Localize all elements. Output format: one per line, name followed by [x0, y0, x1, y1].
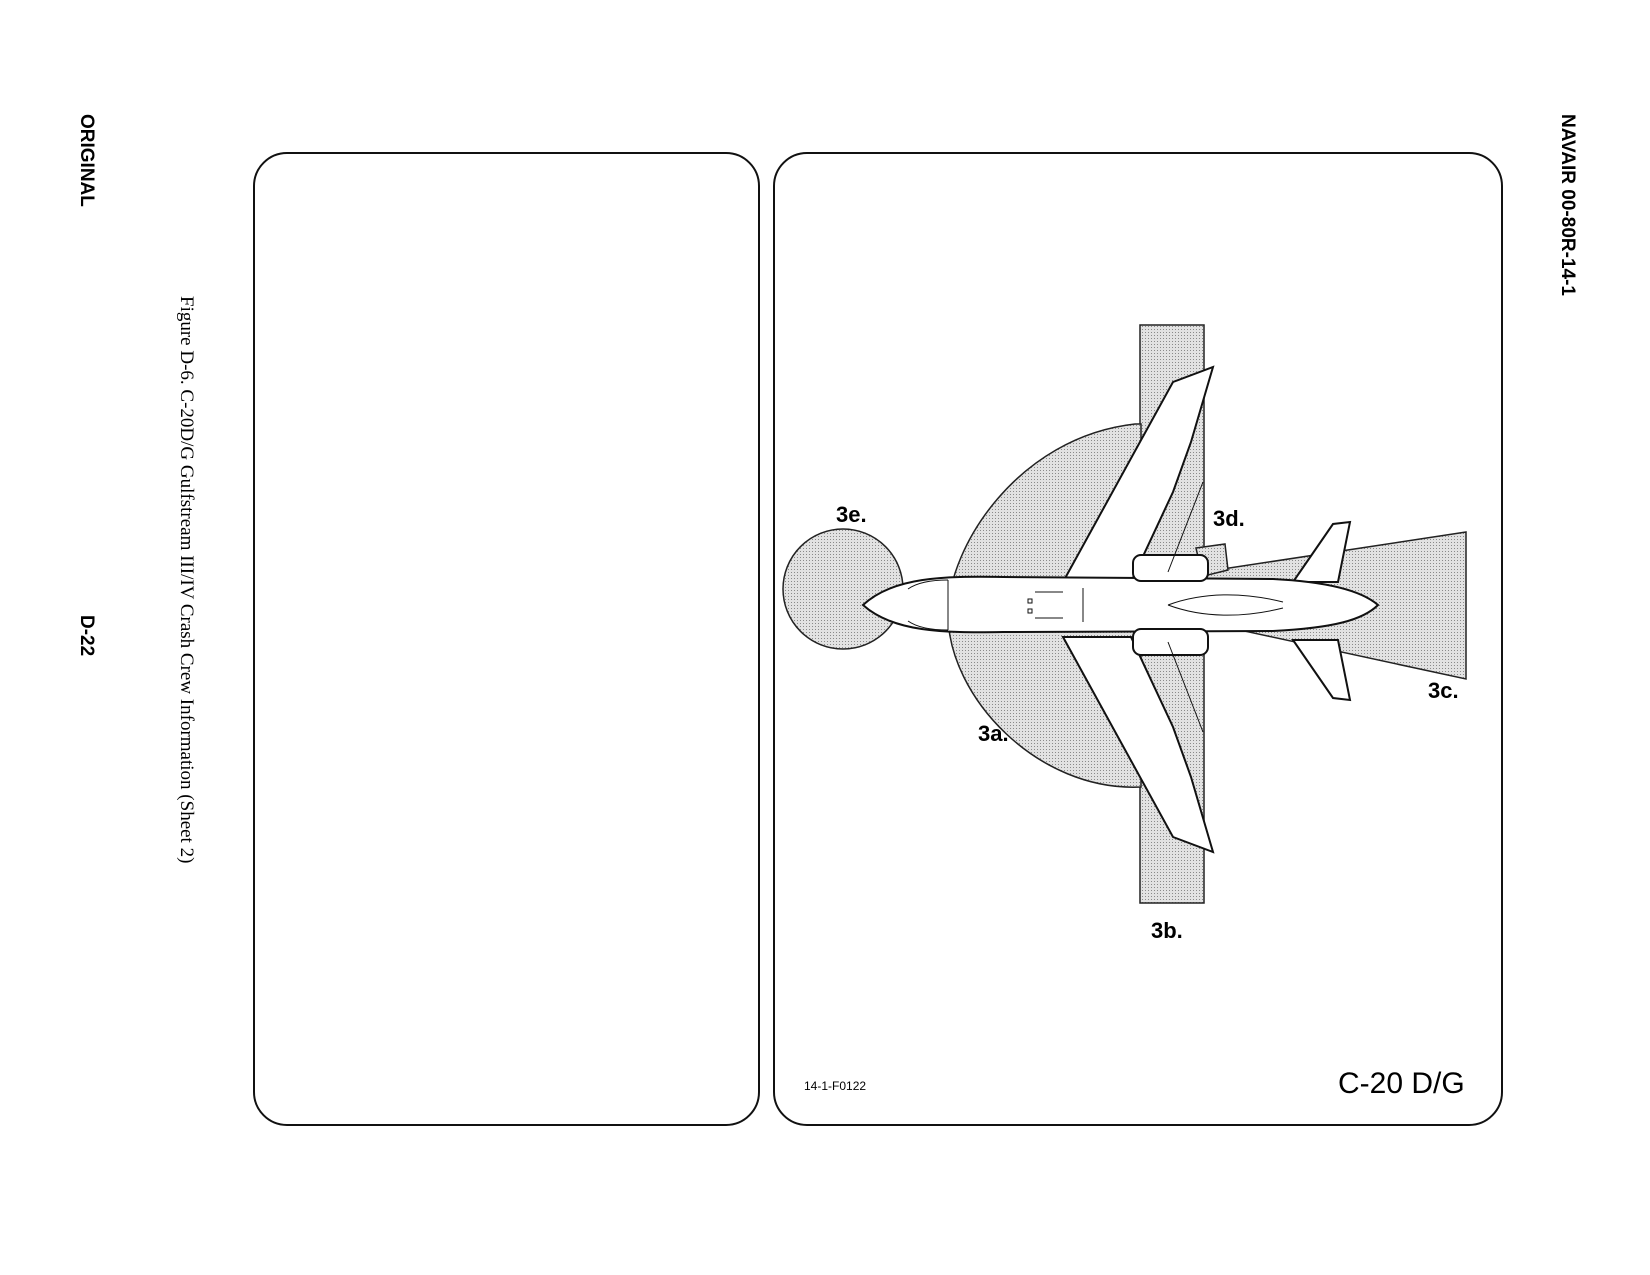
blank-panel — [253, 152, 760, 1126]
aircraft-model-label: C-20 D/G — [1338, 1067, 1465, 1100]
figure-id: 14-1-F0122 — [804, 1079, 866, 1093]
zone-3e-area — [782, 528, 904, 650]
document-number: NAVAIR 00-80R-14-1 — [1557, 114, 1578, 296]
zone-3b-label: 3b. — [1151, 918, 1183, 943]
aircraft-details — [907, 481, 1284, 733]
zone-3d-label: 3d. — [1213, 506, 1245, 531]
zone-3a-label: 3a. — [978, 721, 1009, 746]
page-number: D-22 — [76, 615, 97, 657]
zone-3c-label: 3c. — [1428, 678, 1459, 703]
aircraft-diagram: 3e. 3d. 3c. 3a. 3b. 14-1-F0122 C-20 D/G — [782, 324, 1467, 1100]
aircraft-outline — [861, 365, 1380, 854]
figure-caption: Figure D-6. C-20D/G Gulfstream III/IV Cr… — [176, 296, 197, 864]
original-label: ORIGINAL — [76, 114, 97, 207]
zone-3e-label: 3e. — [836, 502, 867, 527]
